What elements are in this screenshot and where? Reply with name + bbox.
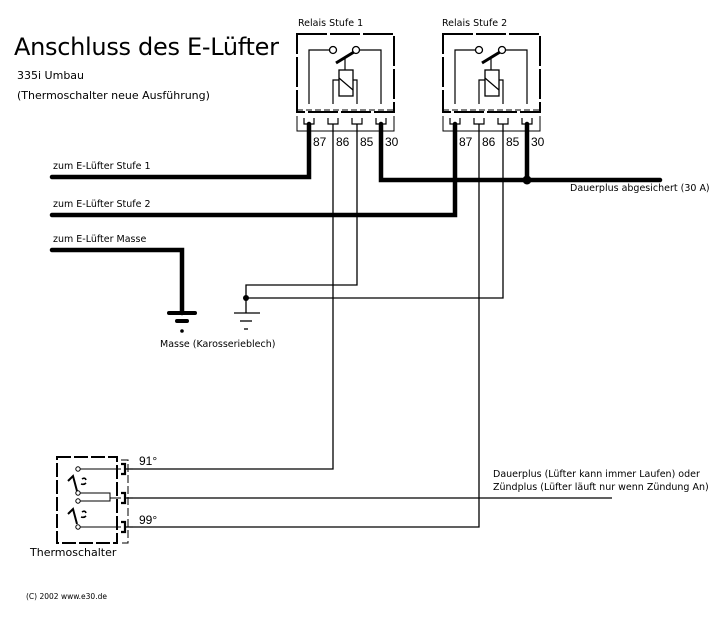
relay-2-switch-arm	[481, 50, 501, 65]
thermoswitch-lead-common	[80, 492, 111, 502]
ground-symbol-fan	[167, 311, 197, 333]
label-thermoswitch: Thermoschalter	[30, 546, 117, 559]
relay-1-contact-left	[328, 45, 338, 55]
relay-2-pin-85: 85	[506, 135, 520, 149]
relay-2-label: Relais Stufe 2	[442, 18, 508, 29]
relay-1-pin-85: 85	[360, 135, 374, 149]
wire-fan-stage-1	[49, 121, 312, 180]
label-temp-91: 91°	[139, 454, 158, 468]
relay-1-coil	[338, 69, 354, 97]
label-temp-99: 99°	[139, 513, 158, 527]
label-permanent-plus: Dauerplus abgesichert (30 A)	[570, 183, 710, 194]
relay-2-coil-lead-right	[499, 79, 504, 104]
relay-2-housing	[442, 33, 541, 113]
relay-2-contact-left	[474, 45, 484, 55]
relay-1-pin-30: 30	[385, 135, 399, 149]
thermoswitch-terminals	[121, 462, 127, 534]
relay-1-coil-diagonal	[338, 77, 354, 91]
wire-relay-1-pin-86-thermo-91	[133, 124, 334, 470]
relay-1-coil-lead-right	[353, 79, 358, 104]
thermoswitch-contact-lower	[67, 507, 78, 525]
relay-2-coil-lead-left	[478, 79, 485, 104]
relay-2-pin-terminals	[449, 118, 533, 125]
relay-2-coil-diagonal	[484, 77, 500, 91]
relay-1-coil-lead-left	[332, 79, 339, 104]
relay-2-inner-right	[505, 49, 528, 104]
relay-1-contact-right	[351, 45, 361, 55]
thermoswitch	[56, 456, 133, 544]
label-supply-line-1: Dauerplus (Lüfter kann immer Laufen) ode…	[493, 469, 700, 480]
thermoswitch-housing	[56, 456, 118, 544]
wire-permanent-plus	[378, 121, 663, 183]
copyright-footer: (C) 2002 www.e30.de	[26, 592, 107, 601]
relay-2-coil	[484, 69, 500, 97]
wire-relay-2-pin-86-thermo-99	[133, 124, 480, 528]
label-ground: Masse (Karosserieblech)	[160, 339, 276, 350]
relay-1-label: Relais Stufe 1	[298, 18, 364, 29]
relay-2-inner-left	[454, 49, 475, 104]
relay-1-inner-right	[359, 49, 382, 104]
subtitle-model: 335i Umbau	[17, 69, 85, 82]
relay-2-pin-87: 87	[459, 135, 473, 149]
relay-1-housing	[296, 33, 395, 113]
label-fan-ground: zum E-Lüfter Masse	[53, 234, 147, 245]
subtitle-variant: (Thermoschalter neue Ausführung)	[17, 89, 210, 102]
label-supply-line-2: Zündplus (Lüfter läuft nur wenn Zündung …	[493, 482, 709, 493]
relay-stufe-2	[442, 33, 541, 132]
relay-1-switch-arm	[335, 50, 355, 65]
wire-fan-stage-2	[49, 121, 458, 218]
thermoswitch-connector-bracket	[121, 459, 129, 544]
thermoswitch-contact-upper	[67, 474, 78, 492]
relay-2-pin-30: 30	[531, 135, 545, 149]
relay-2-pin-86: 86	[482, 135, 496, 149]
relay-1-pin-87: 87	[313, 135, 327, 149]
page-title: Anschluss des E-Lüfter	[14, 33, 279, 61]
wire-fan-ground	[49, 247, 185, 316]
relay-1-pin-86: 86	[336, 135, 350, 149]
wire-relay-1-pin-85-ground	[245, 124, 358, 313]
label-fan-stage-1: zum E-Lüfter Stufe 1	[53, 161, 151, 172]
junction-dot-permanent-plus	[522, 175, 532, 185]
relay-1-socket-bracket	[296, 116, 395, 132]
junction-dot-ground	[243, 295, 249, 301]
ground-symbol-relay	[234, 312, 260, 330]
relay-1-pin-terminals	[303, 118, 387, 125]
relay-2-socket-bracket	[442, 116, 541, 132]
label-fan-stage-2: zum E-Lüfter Stufe 2	[53, 199, 151, 210]
relay-2-contact-right	[497, 45, 507, 55]
wire-relay-2-pin-85-ground	[246, 124, 504, 299]
relay-stufe-1	[296, 33, 395, 132]
relay-1-inner-left	[308, 49, 329, 104]
